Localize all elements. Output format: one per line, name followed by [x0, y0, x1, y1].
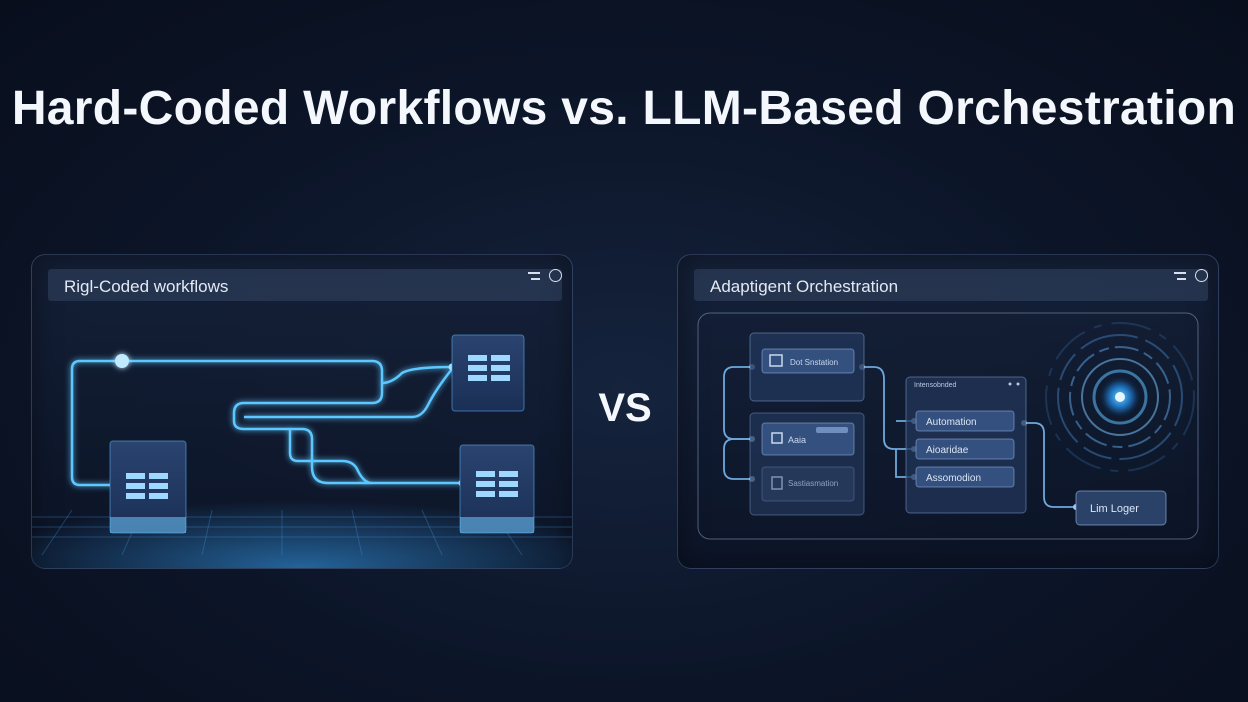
center-item-1-label: Automation: [926, 417, 977, 428]
center-item-2[interactable]: Aioaridae: [915, 438, 1015, 460]
card-bottom[interactable]: [761, 466, 855, 502]
circle-icon[interactable]: [1195, 269, 1208, 282]
llm-core[interactable]: [1045, 322, 1195, 472]
center-item-3-label: Assomodion: [926, 473, 981, 484]
center-item-3[interactable]: Assomodion: [915, 466, 1015, 488]
orchestration-panel-title: Adaptigent Orchestration: [710, 277, 899, 296]
center-item-1[interactable]: Automation: [915, 410, 1015, 432]
star-icon: [1115, 392, 1125, 402]
output-node[interactable]: Lim Loger: [1075, 490, 1167, 526]
hard-coded-diagram: [32, 334, 572, 568]
center-item-2-label: Aioaridae: [926, 445, 969, 456]
card-top-label: Dot Snstation: [790, 358, 838, 367]
workflow-box-top-right[interactable]: [451, 334, 525, 412]
workflow-box-bottom-left[interactable]: [109, 440, 187, 534]
hard-coded-panel-title: Rigl-Coded workflows: [64, 277, 229, 296]
filter-icon[interactable]: [1174, 272, 1186, 280]
output-node-label: Lim Loger: [1090, 503, 1139, 515]
card-mid-label: Aaia: [788, 435, 806, 445]
start-node: [115, 354, 129, 368]
workflow-connections: [70, 359, 462, 487]
workflow-box-bottom-right[interactable]: [459, 444, 535, 534]
circle-icon[interactable]: [549, 269, 562, 282]
vs-label: VS: [598, 386, 652, 430]
page-title: Hard-Coded Workflows vs. LLM-Based Orche…: [11, 82, 1237, 135]
document-icon: [769, 354, 783, 367]
center-group-header: Intensobnded: [914, 382, 957, 389]
orchestration-panel-header: Adaptigent Orchestration: [694, 269, 1208, 301]
document-icon: [771, 432, 783, 444]
document-icon: [771, 476, 783, 490]
filter-icon[interactable]: [528, 272, 540, 280]
hard-coded-panel: Rigl-Coded workflows: [31, 254, 573, 569]
card-bottom-label: Sastiasmation: [788, 479, 838, 488]
orchestration-panel: Adaptigent Orchestration: [677, 254, 1219, 569]
hard-coded-panel-header: Rigl-Coded workflows: [48, 269, 562, 301]
inner-frame: [697, 312, 1199, 540]
orchestration-diagram: Dot Snstation Aaia Sastiasmation Intenso…: [697, 312, 1199, 540]
